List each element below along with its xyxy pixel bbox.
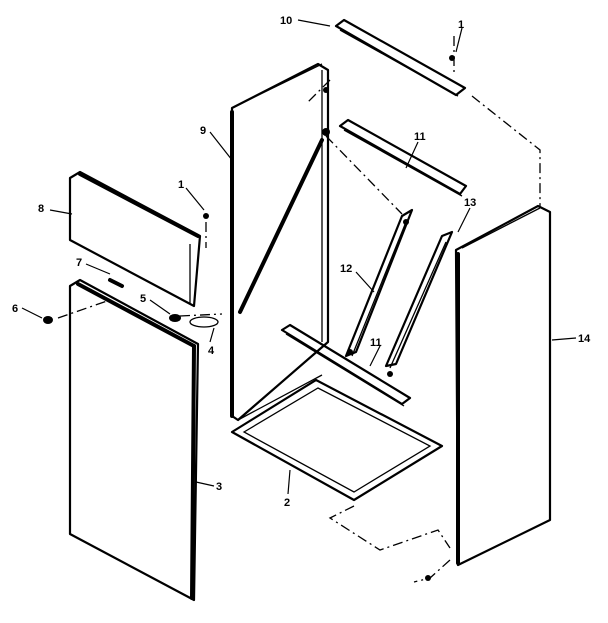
leader-lines: [21, 19, 577, 495]
part-8-upper-panel: [68, 170, 202, 308]
part-11-lower-rail: [280, 323, 412, 407]
part-2-bottom-tray: [230, 378, 444, 502]
label-14: 14: [578, 333, 591, 345]
label-13: 13: [464, 197, 476, 209]
part-3-lower-panel: [68, 278, 200, 602]
part-13-brace-strip: [384, 230, 454, 369]
label-10: 10: [280, 15, 292, 27]
part-14-right-panel: [454, 204, 552, 567]
part-6-knob: [43, 316, 53, 324]
label-3: 3: [216, 481, 222, 493]
part-4-clip: [189, 316, 219, 328]
callout-labels: 10 1 9 11 1 8 13 12 11 7 14 6 5 4 3 2: [12, 15, 591, 509]
part-1-screw-panel: [203, 213, 209, 219]
part-9-frame-panel: [230, 62, 330, 422]
part-12-brace-strip: [344, 208, 414, 358]
hardware-parts: [43, 55, 455, 581]
label-4: 4: [208, 345, 215, 357]
label-11-upper: 11: [414, 131, 426, 143]
frame-screw: [323, 87, 329, 93]
part-11-upper-rail: [338, 118, 468, 197]
frame-bolt: [322, 128, 330, 136]
label-11-lower: 11: [370, 337, 382, 349]
label-9: 9: [200, 125, 206, 137]
label-2: 2: [284, 497, 290, 509]
label-8: 8: [38, 203, 44, 215]
label-5: 5: [140, 293, 146, 305]
label-6: 6: [12, 303, 18, 315]
assembly-lines: [57, 36, 541, 583]
part-5-fastener: [169, 314, 181, 322]
label-1-panel: 1: [178, 179, 184, 191]
part-10-top-rail: [334, 18, 467, 97]
part-7-strip: [108, 278, 124, 288]
label-7: 7: [76, 257, 82, 269]
brace-screw: [403, 219, 409, 225]
label-12: 12: [340, 263, 352, 275]
label-1-top: 1: [458, 19, 464, 31]
